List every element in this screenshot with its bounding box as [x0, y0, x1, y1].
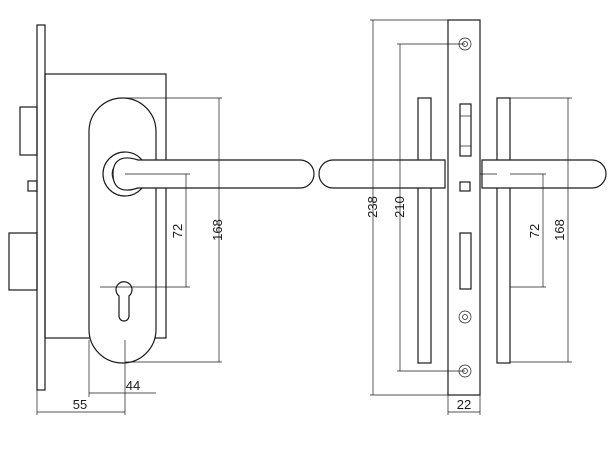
- deadbolt-slot: [459, 232, 472, 290]
- dim-plate-width: 44: [126, 378, 140, 393]
- lock-forend: [36, 24, 46, 391]
- dim-backset: 55: [73, 397, 87, 412]
- latch-bolt: [19, 106, 38, 156]
- front-view: 168 72 44 55: [8, 24, 315, 415]
- lock-case-side: [447, 19, 481, 396]
- dim-plate-height-left: 168: [210, 219, 225, 241]
- lever-handle-outer: [318, 159, 446, 189]
- bolt-follower: [27, 180, 38, 192]
- side-view: 238 210 72 168 22: [318, 19, 607, 415]
- dim-forend-width: 22: [457, 397, 471, 412]
- outer-plate: [417, 97, 432, 364]
- dead-bolt: [8, 232, 38, 291]
- mid-screw: [458, 310, 472, 324]
- follower-slot: [459, 181, 471, 192]
- dim-screw-distance: 210: [392, 196, 407, 218]
- mid-screw-inner: [462, 314, 468, 320]
- dim-handle-to-key-right: 72: [527, 224, 542, 238]
- latch-slot: [459, 103, 472, 157]
- dim-plate-height-right: 168: [552, 219, 567, 241]
- escutcheon-plate: [88, 97, 157, 364]
- lever-handle: [112, 157, 315, 191]
- dim-total-length: 238: [365, 196, 380, 218]
- inner-plate: [496, 97, 511, 364]
- dim-handle-to-key-left: 72: [170, 224, 185, 238]
